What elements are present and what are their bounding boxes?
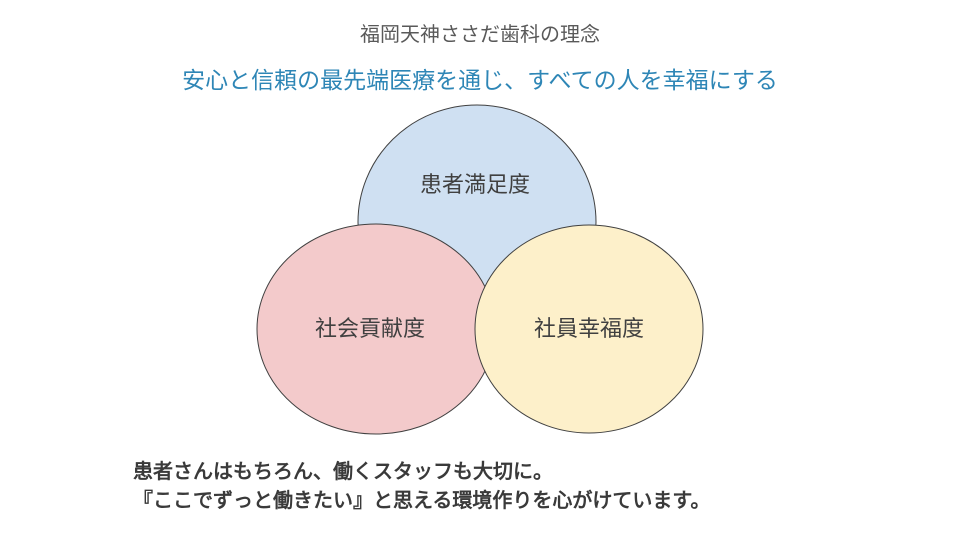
label-employee-happiness: 社員幸福度: [534, 317, 644, 342]
message-line-1: 患者さんはもちろん、働くスタッフも大切に。: [133, 459, 553, 483]
label-patient-satisfaction: 患者満足度: [420, 173, 530, 198]
page-title: 福岡天神ささだ歯科の理念: [360, 22, 600, 46]
label-social-contribution: 社会貢献度: [315, 317, 425, 342]
philosophy-statement: 安心と信頼の最先端医療を通じ、すべての人を幸福にする: [182, 68, 778, 94]
workplace-message: 患者さんはもちろん、働くスタッフも大切に。 『ここでずっと働きたい』と思える環境…: [133, 457, 710, 515]
circle-employee-happiness: [474, 224, 704, 434]
message-line-2: 『ここでずっと働きたい』と思える環境作りを心がけています。: [133, 488, 711, 512]
